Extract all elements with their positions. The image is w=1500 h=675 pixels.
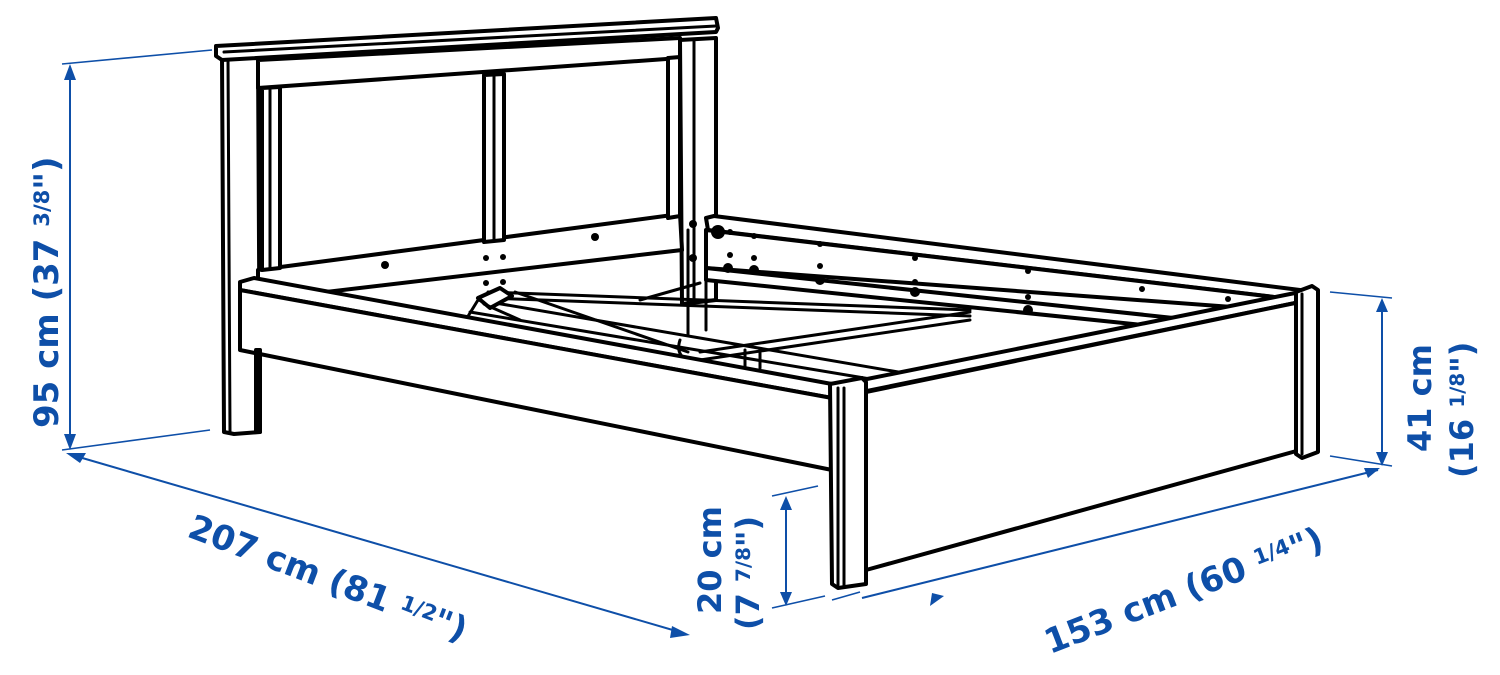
imperial-value: (16 — [1443, 407, 1481, 478]
dimension-label-clearance-imperial: (7 7/8") — [729, 515, 767, 630]
imperial-close: ") — [27, 156, 67, 190]
metric-value: 41 cm — [1401, 344, 1439, 452]
imperial-close: ") — [1443, 341, 1481, 373]
imperial-value: (37 — [27, 226, 67, 302]
metric-value: 20 cm — [691, 506, 729, 614]
slat-support — [460, 228, 1122, 422]
dimension-lines — [61, 49, 1393, 638]
dimension-label-headboard-height: 95 cm (37 3/8") — [27, 156, 67, 428]
imperial-fraction: 7/8 — [732, 547, 756, 582]
dimension-label-footboard-height-metric: 41 cm — [1401, 344, 1439, 452]
imperial-close: ") — [729, 515, 767, 548]
imperial-value: (7 — [729, 581, 767, 630]
dimension-label-footboard-height-imperial: (16 1/8") — [1443, 341, 1481, 478]
imperial-fraction: 1/8 — [1446, 372, 1470, 408]
imperial-fraction: 3/8 — [28, 189, 54, 227]
metric-value: 95 cm — [27, 313, 67, 428]
footboard — [828, 284, 1320, 590]
dimension-label-clearance-metric: 20 cm — [691, 506, 729, 614]
